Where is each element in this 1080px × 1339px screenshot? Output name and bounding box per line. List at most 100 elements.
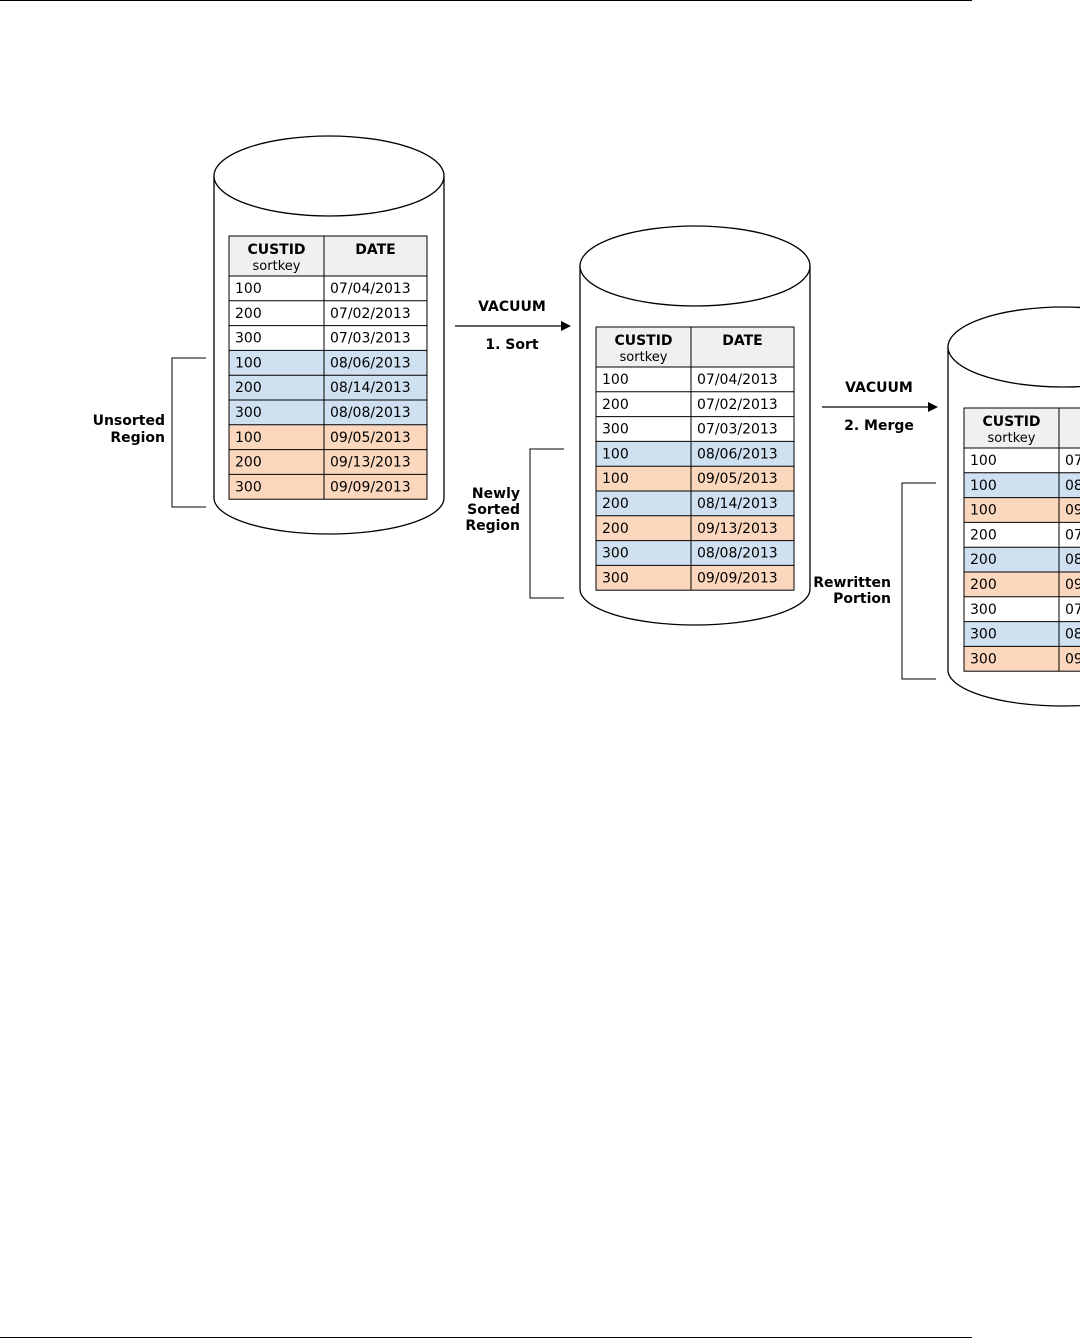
- cell-custid: 200: [235, 306, 262, 322]
- cell-date: 08/14/2013: [697, 496, 778, 512]
- header-sortkey: sortkey: [620, 350, 668, 365]
- cell-date: 09/05/2013: [1065, 503, 1080, 519]
- table-row: [229, 474, 427, 500]
- table-row: [596, 441, 794, 467]
- table-row: [229, 276, 427, 301]
- table-row: [596, 515, 794, 541]
- table-row: [964, 497, 1080, 523]
- cell-custid: 200: [970, 552, 997, 568]
- cell-custid: 100: [970, 478, 997, 494]
- cell-custid: 100: [235, 281, 262, 297]
- cell-date: 09/09/2013: [697, 570, 778, 586]
- table-row: [964, 522, 1080, 548]
- table-row: [596, 491, 794, 516]
- cell-custid: 100: [602, 372, 629, 388]
- table-row: [229, 375, 427, 400]
- cell-date: 07/03/2013: [1065, 602, 1080, 618]
- cell-custid: 200: [235, 380, 262, 396]
- cell-custid: 200: [602, 521, 629, 537]
- cell-date: 07/03/2013: [330, 331, 411, 347]
- cell-custid: 300: [235, 479, 262, 495]
- cell-date: 07/02/2013: [330, 306, 411, 322]
- cell-custid: 300: [235, 405, 262, 421]
- cell-date: 07/02/2013: [697, 397, 778, 413]
- cell-date: 09/13/2013: [330, 455, 411, 471]
- cell-custid: 200: [970, 527, 997, 543]
- label-unsorted-line1: Unsorted: [93, 413, 165, 429]
- table-row: [596, 466, 794, 491]
- label-rewritten-line1: Rewritten: [813, 575, 891, 591]
- table-row: [596, 565, 794, 591]
- table-row: [229, 424, 427, 450]
- arrow-sort: [455, 321, 571, 331]
- cell-date: 08/06/2013: [330, 355, 411, 371]
- cell-custid: 100: [602, 471, 629, 487]
- table-row: [964, 472, 1080, 498]
- table-row: [596, 416, 794, 442]
- table-header: [229, 236, 427, 276]
- table-row: [964, 596, 1080, 622]
- cell-custid: 200: [235, 455, 262, 471]
- table-row: [964, 572, 1080, 597]
- cell-custid: 100: [602, 446, 629, 462]
- cell-date: 08/08/2013: [697, 546, 778, 562]
- table-row: [964, 646, 1080, 672]
- label-newly-sorted-line3: Region: [465, 518, 520, 534]
- cell-date: 09/09/2013: [330, 479, 411, 495]
- table-row: [596, 540, 794, 566]
- cell-date: 08/14/2013: [330, 380, 411, 396]
- cell-date: 07/04/2013: [330, 281, 411, 297]
- step-merge-label: 2. Merge: [844, 418, 914, 434]
- cell-date: 09/05/2013: [697, 471, 778, 487]
- table-row: [964, 448, 1080, 473]
- cell-custid: 200: [970, 577, 997, 593]
- header-date: DATE: [355, 242, 395, 258]
- table-after-merge: CUSTIDsortkeyDATE10007/04/201310008/06/2…: [963, 407, 1080, 672]
- step-sort-label: 1. Sort: [485, 337, 539, 353]
- cell-date: 09/13/2013: [697, 521, 778, 537]
- table-row: [229, 325, 427, 351]
- step-sort-title: VACUUM: [478, 299, 546, 315]
- bracket-rewritten: [901, 482, 936, 680]
- table-row: [596, 391, 794, 417]
- cell-date: 09/05/2013: [330, 430, 411, 446]
- cell-date: 07/02/2013: [1065, 527, 1080, 543]
- cell-custid: 300: [970, 602, 997, 618]
- cell-date: 07/04/2013: [697, 372, 778, 388]
- table-row: [229, 449, 427, 475]
- header-custid: CUSTID: [247, 242, 305, 258]
- table-row: [596, 367, 794, 392]
- table-row: [964, 547, 1080, 572]
- cell-date: 09/09/2013: [1065, 651, 1080, 667]
- table-header: [964, 408, 1080, 448]
- cell-custid: 100: [235, 355, 262, 371]
- cell-date: 07/03/2013: [697, 422, 778, 438]
- cell-custid: 100: [970, 453, 997, 469]
- label-rewritten-line2: Portion: [833, 591, 891, 607]
- step-merge-title: VACUUM: [845, 380, 913, 396]
- table-row: [229, 300, 427, 326]
- cell-custid: 100: [235, 430, 262, 446]
- table-border: [595, 326, 795, 591]
- header-date: DATE: [722, 333, 762, 349]
- cell-custid: 300: [970, 651, 997, 667]
- cell-custid: 200: [602, 397, 629, 413]
- label-newly-sorted-line2: Sorted: [467, 502, 520, 518]
- table-row: [964, 621, 1080, 647]
- header-custid: CUSTID: [982, 414, 1040, 430]
- cell-date: 07/04/2013: [1065, 453, 1080, 469]
- cell-custid: 300: [602, 422, 629, 438]
- cell-date: 08/08/2013: [1065, 627, 1080, 643]
- cell-custid: 100: [970, 503, 997, 519]
- header-custid: CUSTID: [614, 333, 672, 349]
- header-sortkey: sortkey: [253, 259, 301, 274]
- cell-date: 08/06/2013: [1065, 478, 1080, 494]
- cell-date: 09/13/2013: [1065, 577, 1080, 593]
- arrow-merge: [822, 402, 938, 412]
- table-row: [229, 400, 427, 425]
- cell-custid: 200: [602, 496, 629, 512]
- table-row: [229, 350, 427, 376]
